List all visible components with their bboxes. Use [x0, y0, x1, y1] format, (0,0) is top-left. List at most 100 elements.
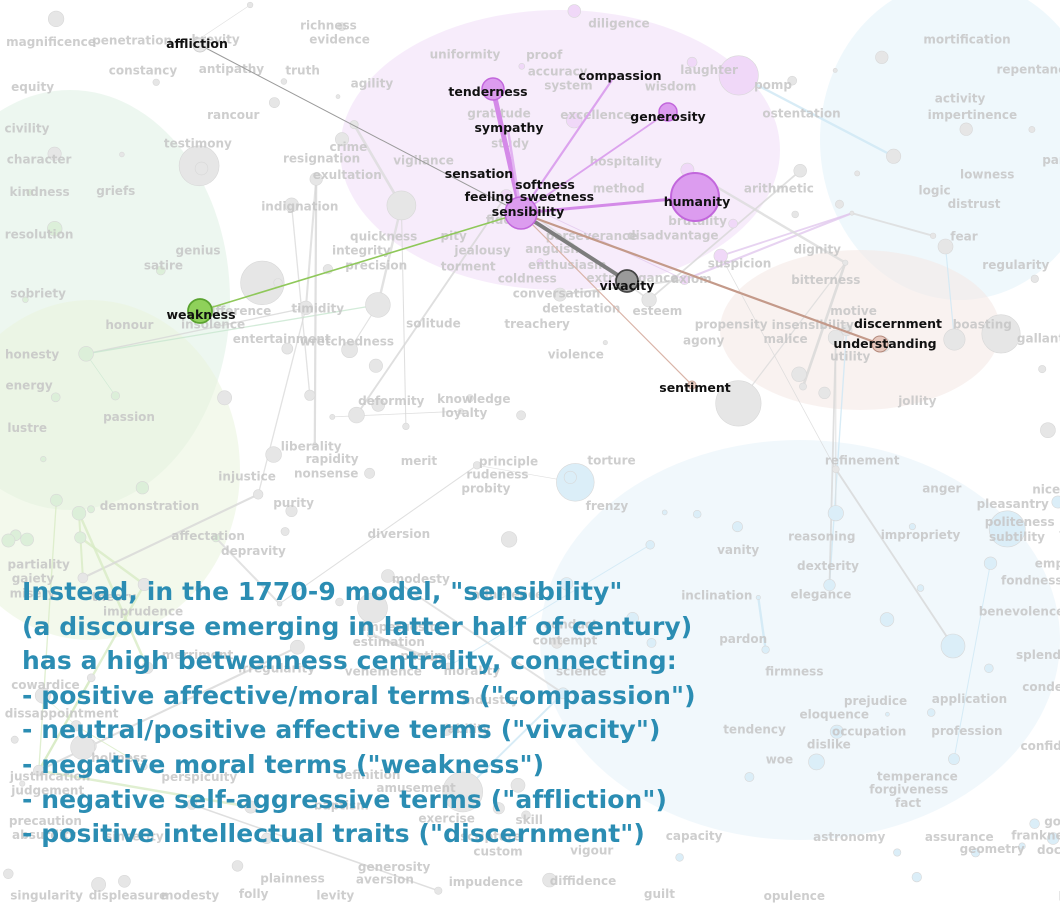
background-edge [75, 725, 145, 767]
background-node [879, 612, 895, 627]
background-node [799, 382, 807, 391]
background-edge [757, 597, 767, 650]
background-term-label: honour [105, 318, 153, 332]
background-term-label: conduct [544, 617, 598, 631]
background-node [937, 238, 954, 255]
background-term-label: disadvantage [627, 229, 719, 243]
background-edge [279, 464, 478, 605]
background-term-label: depravity [221, 544, 286, 558]
background-node [186, 799, 198, 810]
label-sympathy: sympathy [474, 120, 543, 135]
background-node [280, 78, 288, 85]
background-term-label: absurdity [12, 828, 77, 842]
background-term-label: tendency [723, 723, 786, 737]
background-term-label: motive [830, 304, 877, 318]
background-term-label: timidity [291, 301, 344, 315]
background-node [1028, 126, 1036, 133]
background-term-label: opulence [764, 889, 825, 903]
background-term-label: truth [285, 63, 319, 77]
background-term-label: penetration [92, 33, 172, 47]
background-node [284, 197, 299, 213]
background-term-label: proof [526, 48, 563, 62]
background-node [276, 600, 283, 607]
background-term-label: singularity [10, 889, 83, 903]
background-term-label: exultation [313, 168, 382, 182]
background-node [602, 340, 608, 346]
background-term-label: entertainment [233, 332, 331, 346]
node-generosity [658, 102, 678, 122]
background-node [285, 504, 298, 517]
background-node [78, 346, 94, 362]
background-term-label: eloquence [800, 708, 870, 722]
background-term-label: anger [922, 481, 961, 495]
background-node [518, 63, 526, 70]
background-term-label: profession [931, 724, 1002, 738]
background-term-label: perspicuity [161, 770, 237, 784]
node-affliction [192, 37, 208, 53]
background-term-label: fear [950, 230, 977, 244]
background-term-label: agility [351, 76, 394, 90]
background-edge [37, 677, 93, 772]
background-node [334, 132, 349, 147]
background-node [943, 328, 966, 351]
background-term-label: mortification [923, 33, 1010, 47]
background-node [645, 540, 655, 550]
background-node [916, 584, 925, 592]
background-term-label: activity [935, 92, 986, 106]
background-node [827, 329, 844, 346]
background-edge [737, 262, 846, 404]
caption-line-1: Instead, in the 1770-9 model, "sensibili… [22, 577, 623, 606]
background-edge [191, 803, 439, 892]
background-term-label: merit [401, 454, 438, 468]
background-term-label: torment [441, 260, 496, 274]
background-term-label: honesty [5, 348, 59, 362]
background-node [47, 10, 65, 27]
background-term-label: temperance [877, 770, 958, 784]
background-term-label: perseverance [546, 229, 638, 243]
background-edge [720, 255, 837, 470]
label-weakness: weakness [166, 307, 235, 322]
background-term-label: quickness [350, 230, 417, 244]
background-term-label: system [544, 79, 593, 93]
node-sentiment [687, 380, 697, 390]
background-node [791, 366, 807, 382]
background-term-label: estimation [353, 635, 425, 649]
background-node [268, 97, 280, 108]
background-node [140, 762, 148, 771]
background-edge [257, 307, 307, 495]
background-term-label: aversion [356, 873, 414, 887]
label-vivacity: vivacity [600, 278, 655, 293]
node-tenderness [481, 77, 505, 101]
background-term-label: holiness [91, 751, 147, 765]
background-term-label: benevolence [979, 604, 1060, 618]
background-node [1018, 842, 1026, 850]
background-term-label: ability [448, 722, 491, 736]
background-node [556, 463, 595, 502]
cluster-tint [0, 300, 240, 640]
background-edge [851, 212, 934, 237]
background-term-label: splendour [1016, 648, 1060, 662]
background-node [86, 673, 96, 683]
background-edge [400, 205, 407, 427]
background-node [959, 122, 973, 136]
label-sensation: sensation [445, 166, 513, 181]
background-edge [82, 493, 259, 579]
background-term-label: passion [103, 410, 155, 424]
background-node [893, 848, 902, 857]
background-node [70, 720, 82, 732]
label-feeling: feeling [465, 189, 514, 204]
background-node [553, 287, 567, 302]
background-term-label: genius [176, 244, 221, 258]
background-node [970, 848, 981, 858]
background-node [77, 572, 89, 584]
background-node [309, 172, 323, 186]
background-node [265, 446, 282, 463]
background-term-label: partiality [8, 558, 71, 572]
background-node [335, 94, 341, 99]
background-edge [77, 512, 149, 669]
node-discernment [871, 335, 889, 353]
background-node [940, 633, 966, 659]
label-humanity: humanity [664, 194, 731, 209]
background-node [823, 578, 836, 592]
